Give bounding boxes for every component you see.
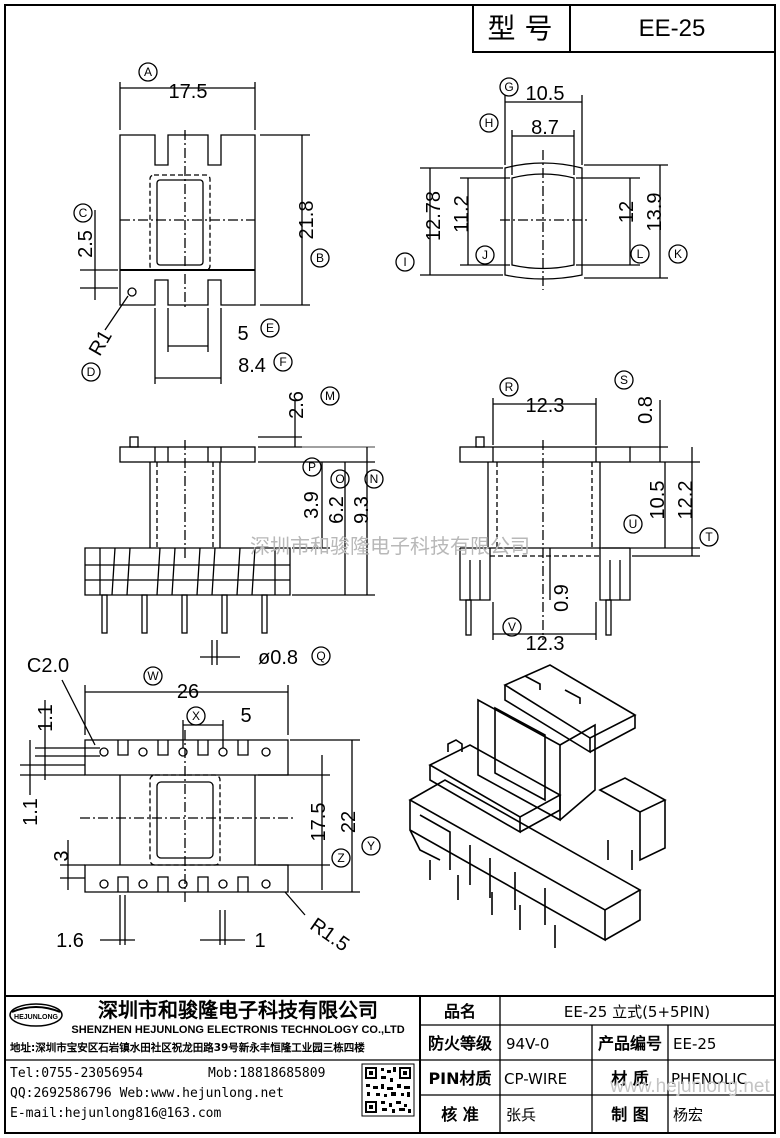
- company-name-en: SHENZHEN HEJUNLONG ELECTRONIS TECHNOLOGY…: [71, 1024, 404, 1036]
- dim-p: 3.9: [301, 491, 323, 519]
- marker-b: B: [316, 251, 324, 265]
- dim-left-1-1: 1.1: [20, 798, 42, 826]
- sheet-border: [4, 4, 776, 1134]
- dim-i: 12.78: [423, 191, 445, 241]
- marker-c: C: [79, 206, 88, 220]
- spec-fire-label: 防火等级: [428, 1034, 493, 1053]
- company-email: E-mail:hejunlong816@163.com: [10, 1106, 221, 1121]
- logo-text: HEJUNLONG: [14, 1014, 59, 1021]
- company-mob: Mob:18818685809: [208, 1066, 325, 1081]
- dim-o: 6.2: [326, 496, 348, 524]
- marker-t: T: [705, 530, 713, 544]
- spec-name-label: 品名: [444, 1002, 476, 1021]
- model-header: 型 号 EE-25: [472, 4, 776, 53]
- marker-h: H: [485, 116, 494, 130]
- marker-f: F: [279, 355, 286, 369]
- dim-s: 0.8: [635, 396, 657, 424]
- dim-c2: C2.0: [27, 655, 69, 677]
- dim-j: 11.2: [451, 195, 473, 232]
- company-tel: Tel:0755-23056954: [10, 1066, 143, 1081]
- model-label: 型 号: [488, 12, 553, 45]
- marker-d: D: [87, 365, 96, 379]
- spec-mat-label: 材 质: [611, 1069, 649, 1088]
- marker-r: R: [505, 380, 514, 394]
- marker-u: U: [629, 517, 638, 531]
- dim-x: 5: [240, 705, 251, 727]
- dim-u: 10.5: [647, 481, 669, 520]
- marker-n: N: [370, 472, 379, 486]
- view-top-right: 10.5 8.7 12.78 11.2 12 13.9 G H I J L K: [395, 77, 688, 290]
- marker-z: Z: [337, 851, 344, 865]
- marker-s: S: [620, 373, 628, 387]
- dim-three: 3: [51, 850, 73, 861]
- dim-c: 2.5: [75, 230, 97, 258]
- dim-v: 12.3: [526, 633, 565, 655]
- dim-1-6: 1.6: [56, 930, 84, 952]
- dim-h: 8.7: [531, 117, 559, 139]
- watermark-center: 深圳市和骏隆电子科技有限公司: [250, 534, 530, 558]
- watermark-bottom: www.hejunlong.net: [609, 1076, 770, 1097]
- marker-a: A: [144, 65, 152, 79]
- marker-y: Y: [367, 839, 375, 853]
- view-bottom: C2.0 26 5 1.1 1.1 3 17.5 22 1.6 1 R1.5 W…: [20, 655, 381, 956]
- marker-o: O: [335, 472, 344, 486]
- marker-p: P: [308, 460, 316, 474]
- spec-code-value: EE-25: [673, 1035, 716, 1053]
- dim-z: 17.5: [308, 803, 330, 842]
- view-top-left: 17.5 21.8 2.5 R1 5 8.4 A B C D E F: [73, 62, 330, 384]
- marker-l: L: [637, 247, 644, 261]
- dim-y: 22: [338, 811, 360, 833]
- spec-fire-value: 94V-0: [506, 1035, 549, 1053]
- dim-r: 12.3: [526, 395, 565, 417]
- dim-q: ø0.8: [258, 647, 298, 669]
- dim-e: 5: [237, 323, 248, 345]
- dim-w: 26: [177, 681, 199, 703]
- company-logo: HEJUNLONG: [9, 1003, 63, 1027]
- view-side: 12.3 0.8 10.5 12.2 0.9 12.3 R S U T V: [459, 370, 719, 655]
- dim-t: 12.2: [675, 481, 697, 520]
- spec-pin-value: CP-WIRE: [504, 1070, 567, 1088]
- spec-name-value: EE-25 立式(5+5PIN): [564, 1003, 710, 1021]
- marker-j: J: [482, 248, 488, 262]
- dim-m: 2.6: [286, 391, 308, 419]
- dim-top-1-1: 1.1: [35, 704, 57, 732]
- dim-l: 12: [616, 201, 638, 223]
- dim-r1: R1: [85, 326, 117, 359]
- dim-b: 21.8: [296, 201, 318, 240]
- model-value: EE-25: [639, 15, 706, 42]
- spec-check-label: 核 准: [441, 1105, 479, 1124]
- spec-mat-value: PHENOLIC: [671, 1070, 747, 1088]
- marker-q: Q: [316, 649, 325, 663]
- marker-x: X: [192, 709, 200, 723]
- dim-f: 8.4: [238, 355, 266, 377]
- marker-m: M: [325, 389, 335, 403]
- marker-v: V: [508, 620, 516, 634]
- dim-v-inner: 0.9: [551, 584, 573, 612]
- title-block: 品名 EE-25 立式(5+5PIN) 防火等级 94V-0 产品编号 EE-2…: [5, 995, 775, 1133]
- dim-r1-5: R1.5: [306, 914, 353, 956]
- dim-1: 1: [254, 930, 265, 952]
- dim-a: 17.5: [169, 81, 208, 103]
- company-name-cn: 深圳市和骏隆电子科技有限公司: [98, 998, 378, 1022]
- company-qq-web: QQ:2692586796 Web:www.hejunlong.net: [10, 1086, 284, 1101]
- company-address: 地址:深圳市宝安区石岩镇水田社区祝龙田路39号新永丰恒隆工业园三栋四楼: [10, 1041, 365, 1054]
- marker-e: E: [266, 321, 274, 335]
- isometric-view: [408, 664, 667, 948]
- view-front: 2.6 3.9 6.2 9.3 ø0.8 M P O N Q: [84, 386, 384, 669]
- marker-w: W: [147, 669, 159, 683]
- dim-k: 13.9: [644, 193, 666, 232]
- spec-check-value: 张兵: [506, 1106, 536, 1124]
- spec-pin-label: PIN材质: [428, 1069, 491, 1088]
- marker-g: G: [504, 80, 513, 94]
- qr-code: [361, 1063, 415, 1117]
- marker-k: K: [674, 247, 682, 261]
- dim-n: 9.3: [351, 496, 373, 524]
- dim-g: 10.5: [526, 83, 565, 105]
- spec-code-label: 产品编号: [598, 1034, 662, 1053]
- spec-draw-label: 制 图: [611, 1105, 649, 1124]
- spec-draw-value: 杨宏: [673, 1106, 703, 1124]
- marker-i: I: [403, 255, 406, 269]
